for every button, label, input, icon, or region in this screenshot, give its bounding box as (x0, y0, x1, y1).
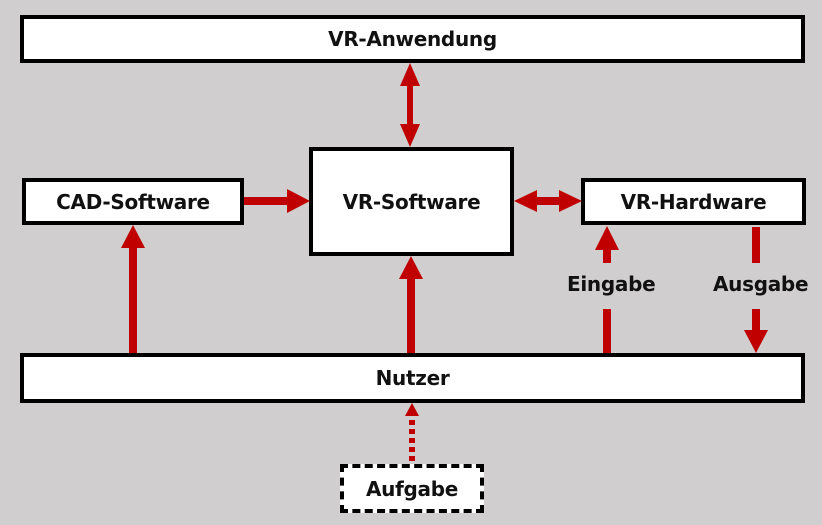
eingabe-edge-label: Eingabe (567, 272, 656, 296)
arrow-ausgabe (744, 227, 768, 353)
vr-hardware-box: VR-Hardware (581, 178, 806, 225)
cad-software-box: CAD-Software (22, 178, 244, 225)
vr-hardware-label: VR-Hardware (620, 189, 767, 214)
vr-anwendung-box: VR-Anwendung (20, 15, 805, 63)
nutzer-box: Nutzer (20, 353, 805, 403)
arrow-nutzer-to-software (399, 256, 423, 353)
arrow-software-hardware (514, 190, 582, 212)
ausgabe-edge-label: Ausgabe (713, 272, 809, 296)
cad-software-label: CAD-Software (56, 189, 210, 214)
arrow-cad-to-software (244, 189, 310, 213)
aufgabe-label: Aufgabe (365, 476, 458, 501)
arrow-anwendung-software (400, 63, 420, 147)
arrow-nutzer-to-cad (121, 225, 145, 353)
arrow-aufgabe-to-nutzer (405, 403, 419, 461)
nutzer-label: Nutzer (375, 366, 450, 390)
vr-anwendung-label: VR-Anwendung (328, 27, 497, 51)
vr-software-box: VR-Software (309, 147, 514, 256)
arrow-eingabe (595, 226, 619, 353)
vr-software-label: VR-Software (342, 189, 481, 214)
aufgabe-box: Aufgabe (340, 464, 484, 513)
